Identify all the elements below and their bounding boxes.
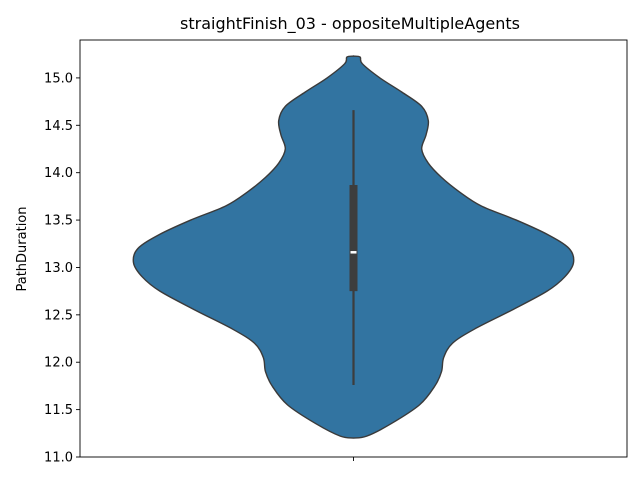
y-tick-label: 13.0 bbox=[44, 261, 73, 276]
plot-area: 11.0 11.5 12.0 12.5 13.0 13.5 14.0 14.5 15.0 bbox=[44, 39, 628, 466]
y-axis-label: PathDuration bbox=[15, 206, 30, 291]
y-tick-label: 13.5 bbox=[44, 214, 73, 229]
y-tick-label: 15.0 bbox=[44, 71, 73, 86]
y-tick-label: 14.5 bbox=[44, 119, 73, 134]
iqr-box bbox=[349, 185, 358, 292]
y-tick-label: 12.0 bbox=[44, 356, 73, 371]
y-tick-label: 12.5 bbox=[44, 308, 73, 323]
y-tick-label: 11.0 bbox=[44, 451, 73, 466]
chart-title: straightFinish_03 - oppositeMultipleAgen… bbox=[180, 14, 520, 34]
y-tick-label: 14.0 bbox=[44, 166, 73, 181]
y-tick-label: 11.5 bbox=[44, 403, 73, 418]
